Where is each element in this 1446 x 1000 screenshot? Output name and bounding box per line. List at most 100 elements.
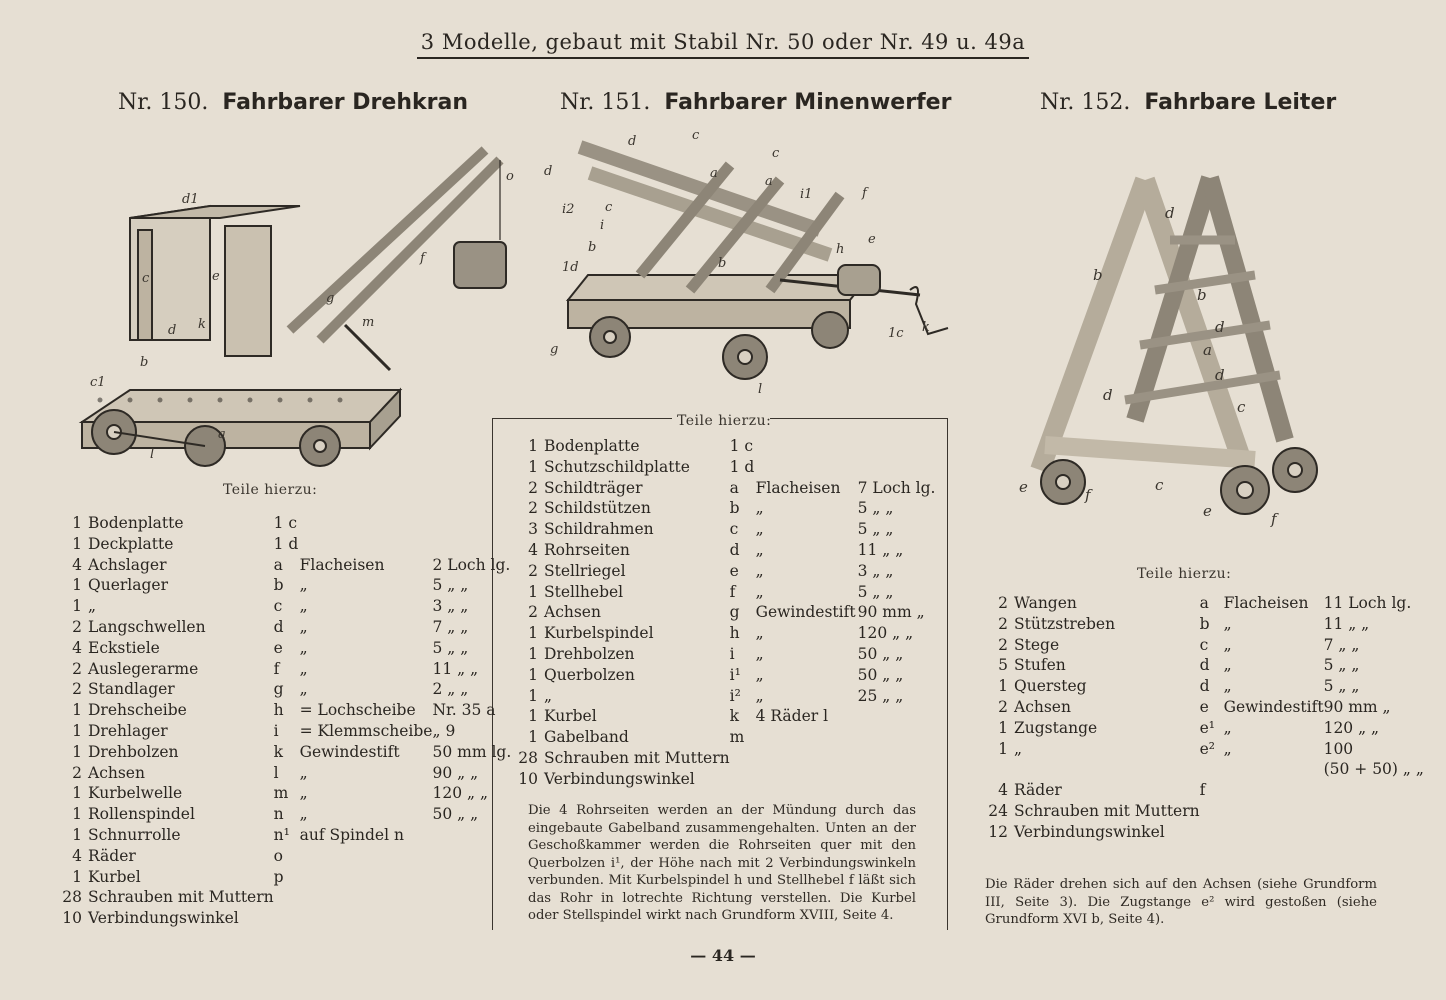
figure-label: f — [1270, 510, 1279, 528]
figure-label: c — [692, 128, 700, 143]
parts-material: „ — [299, 763, 308, 782]
parts-name: Kurbel — [88, 867, 141, 886]
parts-code: n¹ — [273, 825, 290, 844]
parts-qty: 4 — [72, 638, 82, 657]
parts-name: Schildrahmen — [544, 520, 654, 539]
parts-material: „ — [1223, 718, 1232, 737]
parts-code: e¹ — [1199, 718, 1215, 737]
parts-qty: 4 — [998, 781, 1008, 800]
parts-qty: 4 — [72, 846, 82, 865]
figure-label: 1d — [562, 260, 579, 275]
figure-label: l — [150, 447, 154, 462]
parts-qty: 1 — [528, 707, 538, 726]
figure-label: c — [1155, 476, 1164, 494]
parts-name: Bodenplatte — [88, 514, 184, 532]
parts-qty: 1 — [528, 644, 538, 663]
column-divider-top — [492, 418, 672, 420]
parts-qty: 2 — [998, 697, 1008, 716]
parts-qty: 10 — [518, 769, 538, 788]
parts-material — [1224, 823, 1324, 844]
parts-code: k — [273, 742, 284, 761]
parts-qty: 1 — [528, 437, 538, 455]
parts-material: „ — [1223, 614, 1232, 633]
parts-name: Schutzschildplatte — [544, 457, 690, 476]
parts-name: Stufen — [1014, 656, 1066, 675]
parts-size: 5 „ „ — [432, 576, 469, 595]
parts-material — [756, 728, 858, 749]
parts-name: Kurbel — [544, 707, 597, 726]
parts-name: Drehbolzen — [88, 742, 179, 761]
parts-size: 5 „ „ — [1323, 656, 1360, 675]
parts-material — [300, 868, 433, 889]
parts-code: i — [273, 721, 279, 740]
parts-qty: 1 — [528, 582, 538, 601]
parts-qty: 1 — [528, 624, 538, 643]
figure-label: d — [1215, 366, 1225, 384]
parts-material: Flacheisen — [299, 555, 385, 574]
parts-qty: 1 — [998, 739, 1008, 758]
parts-size — [1324, 781, 1434, 802]
figure-label: i1 — [800, 187, 812, 202]
parts-material — [300, 514, 433, 535]
note-151: Die 4 Rohrseiten werden an der Mündung d… — [528, 803, 916, 923]
figure-label: k — [198, 317, 206, 332]
figure-label: m — [362, 315, 374, 330]
model-number: Nr. 152. — [1040, 90, 1131, 115]
parts-material: „ — [755, 582, 764, 601]
parts-material — [300, 888, 433, 909]
parts-material: „ — [755, 644, 764, 663]
parts-code: a — [273, 555, 283, 574]
parts-size: 120 „ „ — [1323, 718, 1380, 737]
parts-qty: 1 — [72, 825, 82, 844]
parts-code — [274, 909, 300, 930]
parts-size: 90 mm „ — [857, 603, 925, 622]
parts-name: Verbindungswinkel — [1014, 822, 1165, 841]
parts-code: e — [1199, 697, 1209, 716]
parts-size: Nr. 35 a — [432, 701, 496, 720]
figure-label: b — [1093, 266, 1103, 284]
model-title-152: Nr. 152.Fahrbare Leiter — [1040, 90, 1336, 115]
page-header-text: 3 Modelle, gebaut mit Stabil Nr. 50 oder… — [416, 30, 1030, 59]
parts-size: 25 „ „ — [857, 686, 904, 705]
parts-name: Schildstützen — [544, 499, 651, 518]
parts-code: o — [273, 846, 283, 865]
figure-label: d — [544, 164, 552, 179]
parts-material: = Klemmscheibe — [299, 721, 433, 740]
parts-qty: 1 — [528, 665, 538, 684]
parts-material — [300, 847, 433, 868]
parts-name: Standlager — [88, 680, 175, 699]
parts-size: 5 „ „ — [1323, 677, 1360, 696]
ladder-illustration: d b b d d a d c e f c e f — [1019, 175, 1318, 528]
parts-name: „ — [544, 686, 553, 705]
parts-code: c — [1199, 635, 1209, 654]
figure-label: e — [1203, 502, 1212, 520]
figure-label: 1c — [888, 326, 904, 341]
column-divider — [492, 418, 494, 930]
parts-heading: Teile hierzu: — [1137, 566, 1232, 582]
parts-code — [274, 888, 300, 909]
parts-size: 100 — [1323, 739, 1354, 758]
parts-code: m — [273, 784, 289, 803]
column-divider — [947, 418, 949, 930]
figure-label: c1 — [90, 375, 106, 390]
parts-size: 2 Loch lg. — [432, 555, 511, 574]
parts-code: f — [729, 582, 736, 601]
parts-name: Schrauben mit Muttern — [1014, 801, 1200, 820]
parts-size: 50 „ „ — [857, 665, 904, 684]
parts-name: Achsen — [1014, 697, 1071, 716]
